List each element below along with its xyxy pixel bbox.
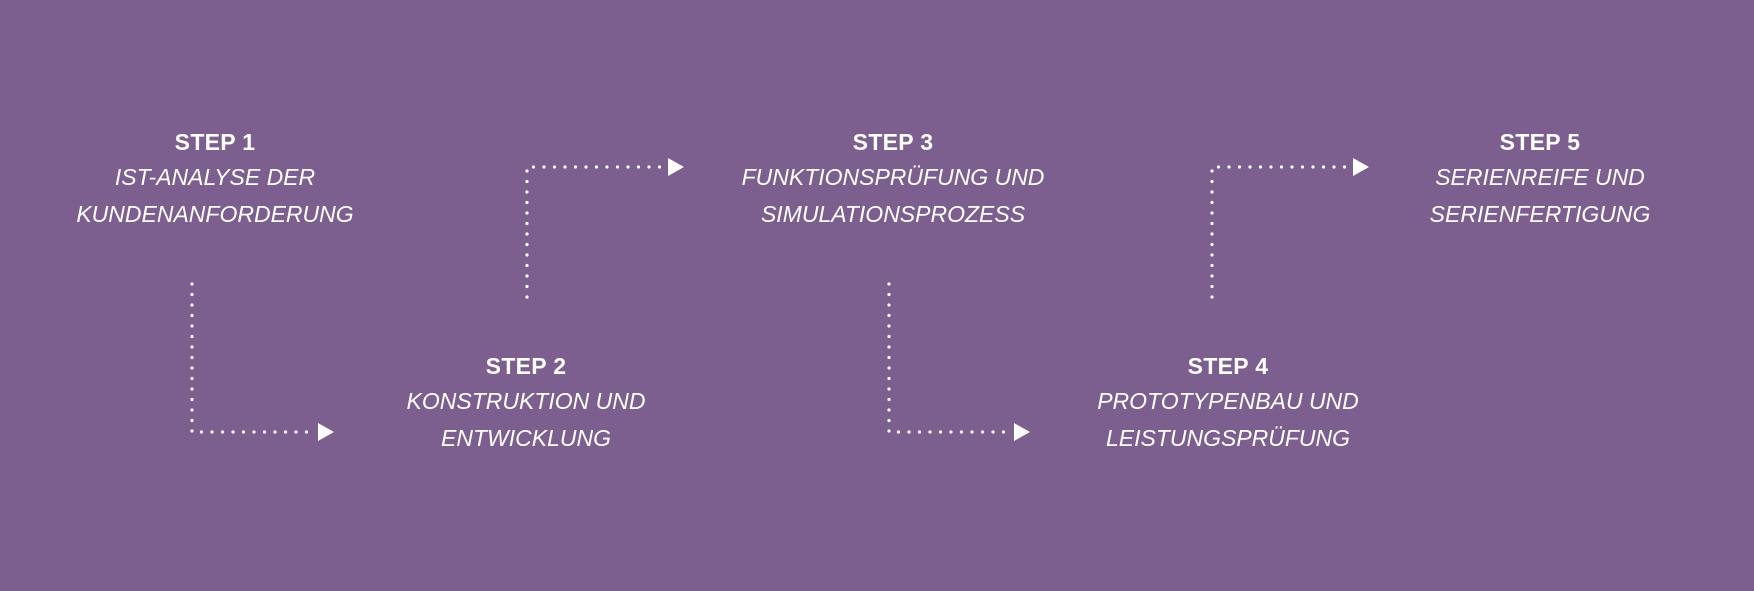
arrowhead-icon	[1014, 423, 1030, 441]
step-description-line-2: KUNDENANFORDERUNG	[76, 201, 354, 227]
arrowhead-icon	[1353, 158, 1369, 176]
step-title: STEP 3	[852, 129, 934, 155]
step-5: STEP 5 SERIENREIFE UND SERIENFERTIGUNG	[1370, 127, 1710, 233]
step-title: STEP 2	[485, 353, 567, 379]
step-4: STEP 4 PROTOTYPENBAU UND LEISTUNGSPRÜFUN…	[1058, 351, 1398, 457]
step-1: STEP 1 IST-ANALYSE DER KUNDENANFORDERUNG	[45, 127, 385, 233]
step-3: STEP 3 FUNKTIONSPRÜFUNG UND SIMULATIONSP…	[723, 127, 1063, 233]
step-title: STEP 5	[1499, 129, 1581, 155]
connector-step1-step2	[190, 282, 334, 441]
connector-step3-step4	[887, 282, 1030, 441]
dotted-line	[190, 282, 314, 434]
step-title: STEP 4	[1187, 353, 1269, 379]
step-description-line-1: PROTOTYPENBAU UND	[1097, 388, 1359, 414]
step-description-line-2: SERIENFERTIGUNG	[1429, 201, 1651, 227]
step-description-line-1: FUNKTIONSPRÜFUNG UND	[741, 164, 1045, 190]
dotted-line	[1210, 165, 1349, 299]
step-description-line-2: SIMULATIONSPROZESS	[760, 201, 1026, 227]
connector-step2-step3	[525, 158, 684, 299]
step-description-line-1: SERIENREIFE UND	[1435, 164, 1645, 190]
step-description-line-1: KONSTRUKTION UND	[406, 388, 646, 414]
connector-step4-step5	[1210, 158, 1369, 299]
step-description-line-2: ENTWICKLUNG	[441, 425, 611, 451]
arrowhead-icon	[318, 423, 334, 441]
step-title: STEP 1	[174, 129, 256, 155]
arrowhead-icon	[668, 158, 684, 176]
step-description-line-2: LEISTUNGSPRÜFUNG	[1105, 425, 1351, 451]
dotted-line	[887, 282, 1010, 434]
step-2: STEP 2 KONSTRUKTION UND ENTWICKLUNG	[356, 351, 696, 457]
dotted-line	[525, 165, 664, 299]
step-description-line-1: IST-ANALYSE DER	[114, 164, 316, 190]
